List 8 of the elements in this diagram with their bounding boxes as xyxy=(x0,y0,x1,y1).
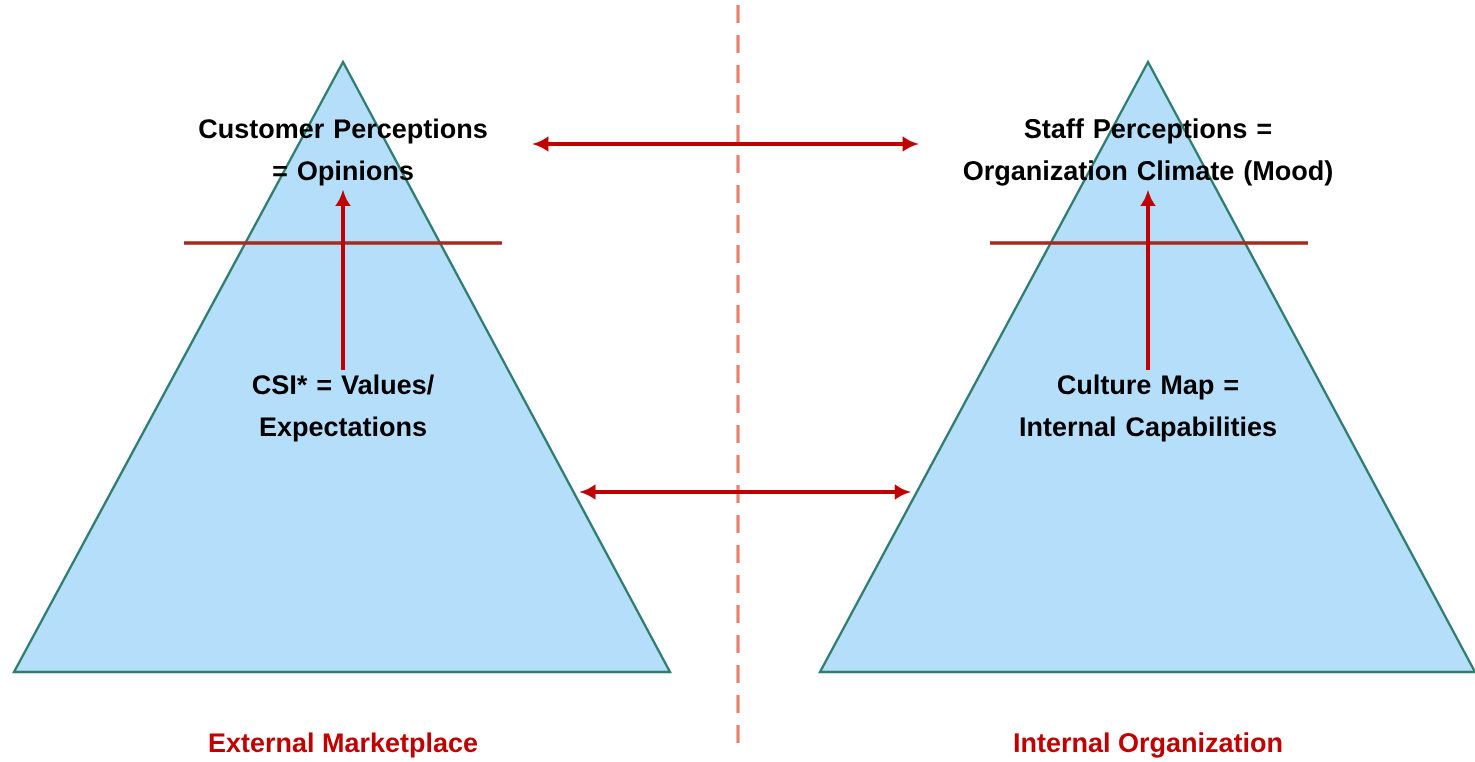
node-text: Culture Map = Internal Capabilities xyxy=(1020,374,1276,442)
arrow xyxy=(582,485,908,499)
caption: Internal Organization xyxy=(1014,732,1282,758)
arrow xyxy=(1141,193,1155,370)
arrow xyxy=(336,193,350,370)
arrow xyxy=(535,137,916,151)
node-text: CSI* = Values/ Expectations xyxy=(252,374,434,442)
caption: External Marketplace xyxy=(209,732,478,758)
